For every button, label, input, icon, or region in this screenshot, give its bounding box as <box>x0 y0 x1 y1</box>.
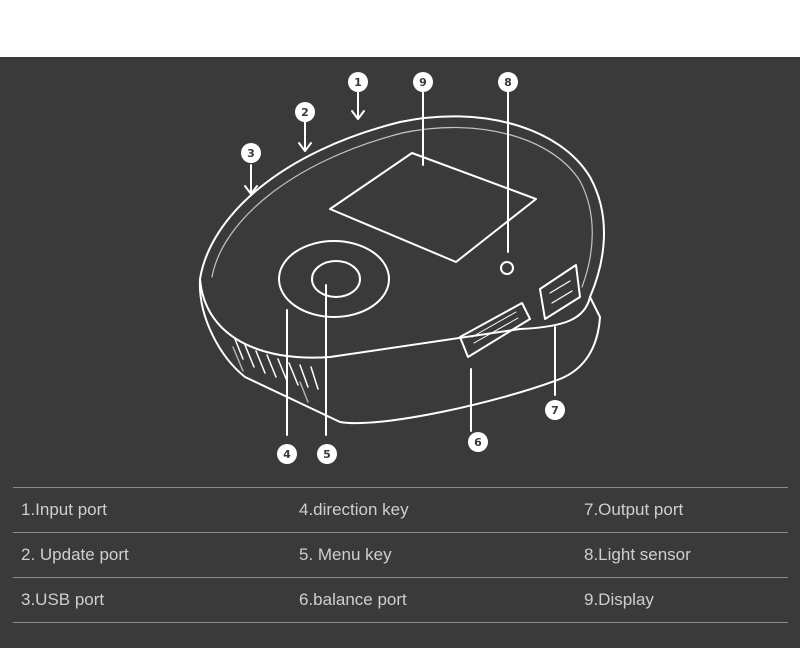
legend-table: 1.Input port 4.direction key 7.Output po… <box>13 487 788 623</box>
callout-1-label: 1 <box>354 76 362 89</box>
legend-item: 8.Light sensor <box>584 545 691 564</box>
callout-3: 3 <box>241 143 261 163</box>
legend-item: 4.direction key <box>299 500 409 519</box>
light-sensor <box>500 261 514 275</box>
callout-8: 8 <box>498 72 518 92</box>
diagram-panel: 1 2 3 4 5 6 7 8 <box>0 57 800 648</box>
charger-diagram: 1 2 3 4 5 6 7 8 <box>198 72 605 464</box>
legend-item: 6.balance port <box>299 590 407 609</box>
vent-ribs <box>232 338 319 403</box>
callout-9-label: 9 <box>419 76 427 89</box>
legend-row: 1.Input port 4.direction key 7.Output po… <box>13 487 788 532</box>
callout-3-label: 3 <box>247 147 255 160</box>
legend-item: 3.USB port <box>21 590 105 609</box>
legend-item: 5. Menu key <box>299 545 392 564</box>
callout-6-label: 6 <box>474 436 482 449</box>
legend-row: 2. Update port 5. Menu key 8.Light senso… <box>13 532 788 577</box>
callout-6: 6 <box>468 432 488 452</box>
callout-2: 2 <box>295 102 315 122</box>
direction-key-ring <box>278 240 390 318</box>
callout-8-label: 8 <box>504 76 512 89</box>
callout-5-label: 5 <box>323 448 331 461</box>
display-outline <box>329 152 537 263</box>
output-port <box>539 264 581 320</box>
callout-4: 4 <box>277 444 297 464</box>
legend-item: 9.Display <box>584 590 654 609</box>
callout-7-label: 7 <box>551 404 559 417</box>
callout-5: 5 <box>317 444 337 464</box>
callout-2-label: 2 <box>301 106 309 119</box>
menu-key <box>311 260 361 298</box>
legend-row: 3.USB port 6.balance port 9.Display <box>13 577 788 623</box>
balance-port <box>459 302 531 358</box>
callout-9: 9 <box>413 72 433 92</box>
callout-7: 7 <box>545 400 565 420</box>
device-body-outline <box>198 278 601 425</box>
device-top-outline <box>199 115 605 359</box>
legend-item: 2. Update port <box>21 545 129 564</box>
legend-item: 7.Output port <box>584 500 684 519</box>
legend-item: 1.Input port <box>21 500 108 519</box>
callout-1: 1 <box>348 72 368 92</box>
callout-4-label: 4 <box>283 448 291 461</box>
device-top-bevel <box>211 127 593 288</box>
